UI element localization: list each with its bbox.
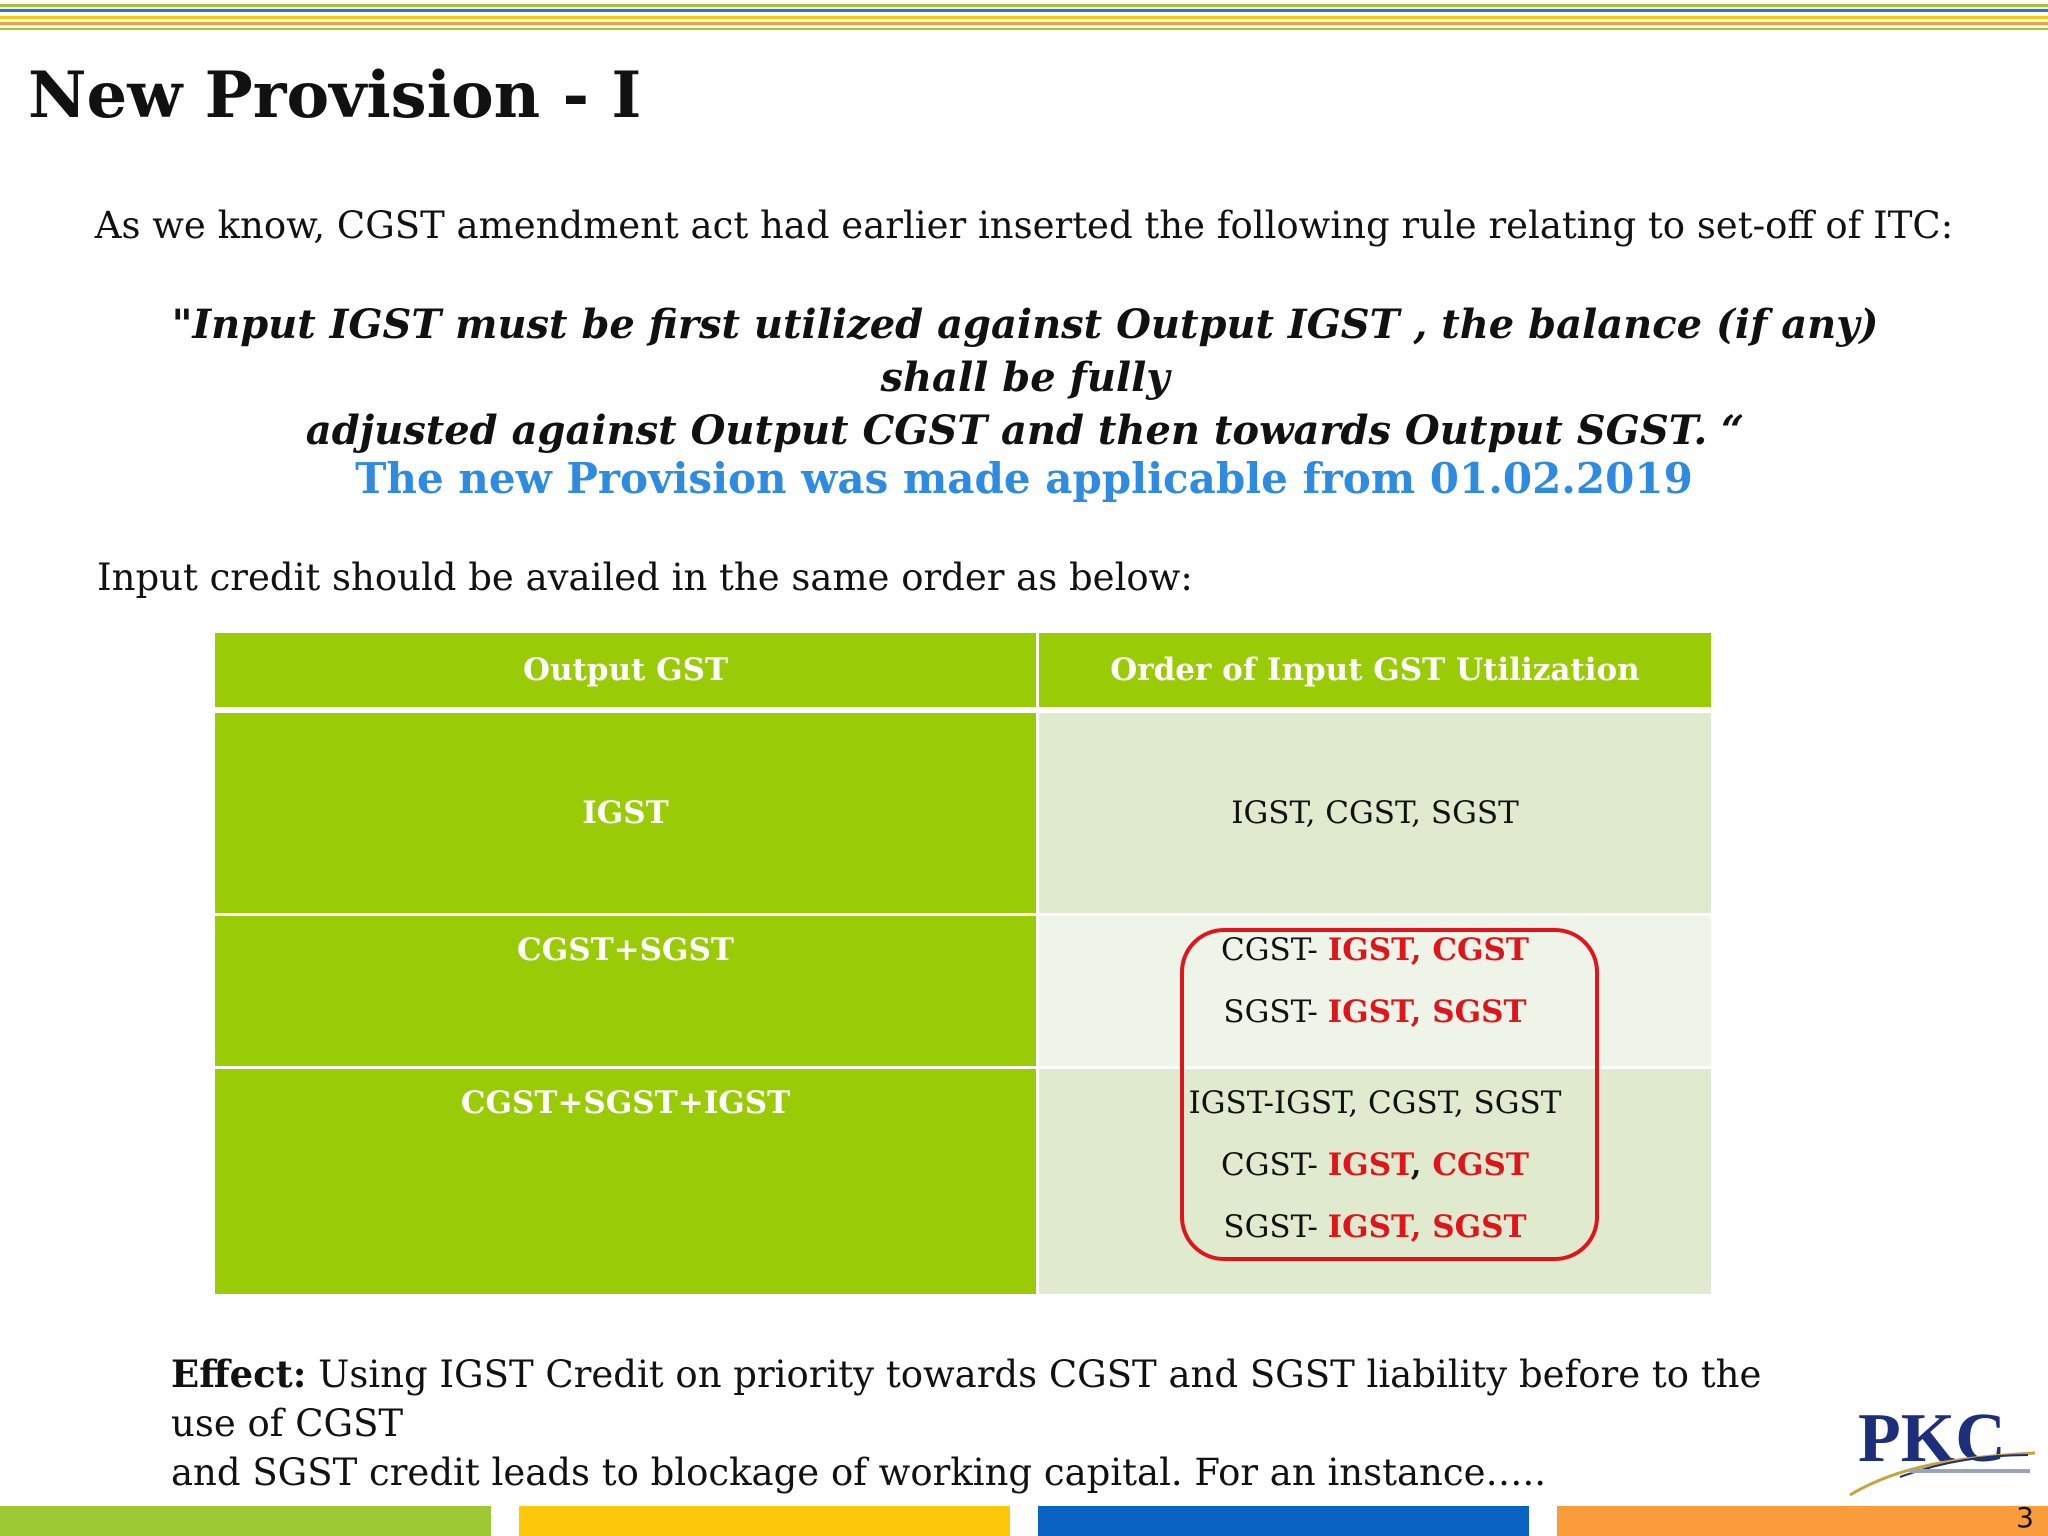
- highlight-outline: [1180, 928, 1599, 1261]
- order-line: CGST- IGST, CGST: [1039, 930, 1711, 992]
- output-cell: IGST: [215, 710, 1039, 916]
- output-cell-label: CGST+SGST+IGST: [460, 1085, 791, 1121]
- order-line-highlight: IGST: [1327, 1147, 1411, 1183]
- output-cell: CGST+SGST+IGST: [215, 1067, 1039, 1294]
- bottom-bar-blue: [1038, 1506, 1529, 1536]
- slide-title: New Provision - I: [28, 58, 642, 133]
- output-cell-label: CGST+SGST: [517, 932, 734, 968]
- order-line-prefix: IGST-IGST, CGST, SGST: [1188, 1085, 1562, 1121]
- rule-quote-line-1: "Input IGST must be first utilized again…: [171, 301, 1879, 401]
- order-line-highlight: IGST, CGST: [1327, 932, 1529, 968]
- effect-text-line-2: and SGST credit leads to blockage of wor…: [171, 1451, 1546, 1494]
- order-line-highlight: CGST: [1432, 1147, 1529, 1183]
- top-decorative-lines: [0, 0, 2048, 34]
- order-line: SGST- IGST, SGST: [1039, 992, 1711, 1054]
- applicable-date-heading: The new Provision was made applicable fr…: [355, 454, 1693, 503]
- order-line: CGST- IGST, CGST: [1039, 1145, 1711, 1207]
- effect-text-line-1: Using IGST Credit on priority towards CG…: [171, 1353, 1762, 1445]
- input-order-cell: IGST, CGST, SGST: [1037, 710, 1711, 916]
- header-output-gst: Output GST: [215, 633, 1039, 713]
- order-line: IGST-IGST, CGST, SGST: [1039, 1083, 1711, 1145]
- intro-text: As we know, CGST amendment act had earli…: [94, 204, 1954, 247]
- page-number: 3: [2016, 1501, 2034, 1534]
- bottom-bar-yellow: [519, 1506, 1010, 1536]
- order-line: IGST, CGST, SGST: [1231, 795, 1519, 831]
- order-line-highlight: IGST, SGST: [1327, 1209, 1527, 1245]
- rule-quote-line-2: adjusted against Output CGST and then to…: [305, 407, 1745, 454]
- table-row: IGST IGST, CGST, SGST: [215, 710, 1711, 916]
- bottom-bar-green: [0, 1506, 491, 1536]
- bottom-bar-orange: [1557, 1506, 2048, 1536]
- rule-quote: "Input IGST must be first utilized again…: [140, 298, 1910, 457]
- order-line-prefix: CGST-: [1221, 932, 1328, 968]
- order-line-separator: ,: [1410, 1147, 1433, 1183]
- effect-label: Effect:: [171, 1352, 307, 1396]
- order-line-highlight: IGST, SGST: [1327, 994, 1527, 1030]
- order-line-prefix: SGST-: [1223, 994, 1328, 1030]
- pkc-logo: PKC: [1849, 1400, 2036, 1497]
- order-line-prefix: CGST-: [1221, 1147, 1328, 1183]
- order-note: Input credit should be availed in the sa…: [97, 556, 1193, 599]
- effect-paragraph: Effect: Using IGST Credit on priority to…: [171, 1350, 1831, 1497]
- output-cell: CGST+SGST: [215, 914, 1039, 1069]
- header-order-of-utilization: Order of Input GST Utilization: [1037, 633, 1711, 713]
- table-header-row: Output GST Order of Input GST Utilizatio…: [215, 633, 1711, 713]
- order-line: SGST- IGST, SGST: [1039, 1207, 1711, 1269]
- order-line-prefix: SGST-: [1223, 1209, 1328, 1245]
